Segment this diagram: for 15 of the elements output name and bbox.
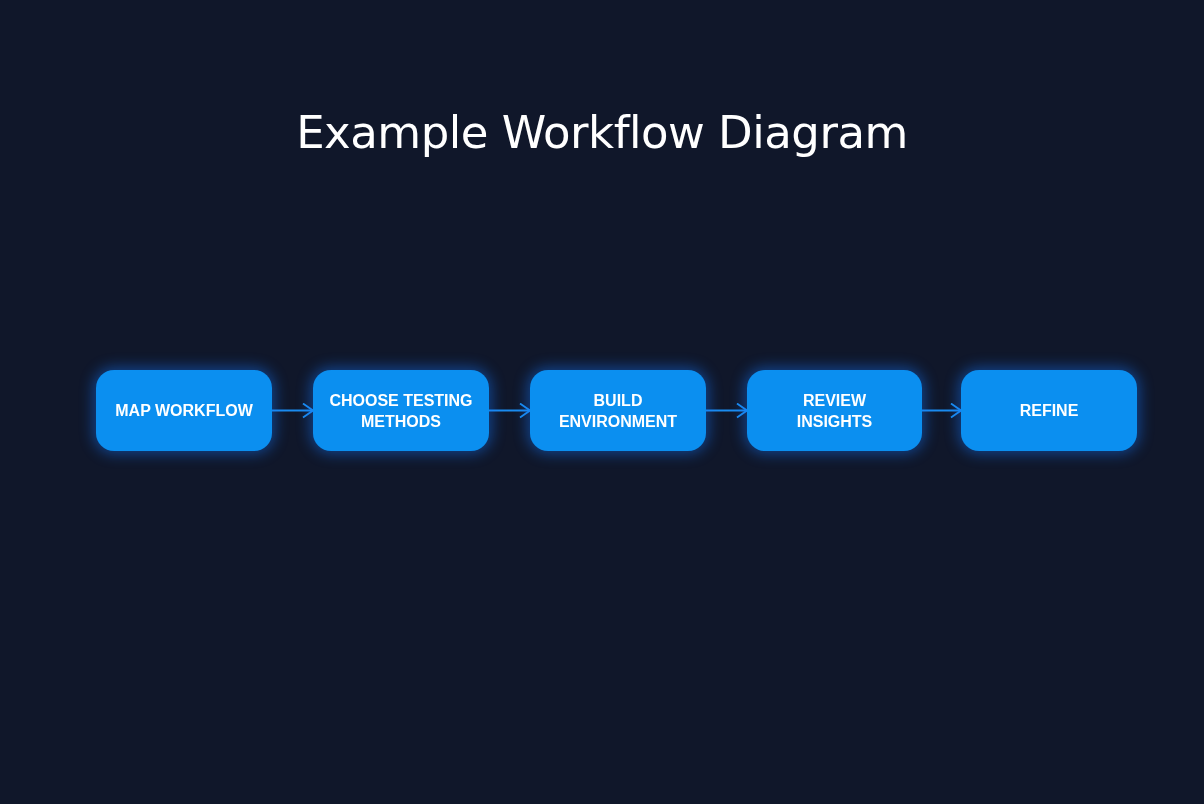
process-box xyxy=(313,370,489,451)
arrow xyxy=(271,402,314,419)
arrow xyxy=(921,402,962,419)
process-box xyxy=(747,370,922,451)
step-label: REVIEW INSIGHTS xyxy=(795,390,874,432)
arrow xyxy=(488,402,531,419)
process-box xyxy=(961,370,1137,451)
process-box xyxy=(530,370,706,451)
step-label: CHOOSE TESTING METHODS xyxy=(328,390,474,432)
diagram-title: Example Workflow Diagram xyxy=(296,106,908,159)
step-label: REFINE xyxy=(1019,401,1079,421)
process-box xyxy=(96,370,272,451)
step-label: MAP WORKFLOW xyxy=(115,401,253,421)
arrow xyxy=(705,402,748,419)
step-label: BUILD ENVIRONMENT xyxy=(557,390,679,432)
